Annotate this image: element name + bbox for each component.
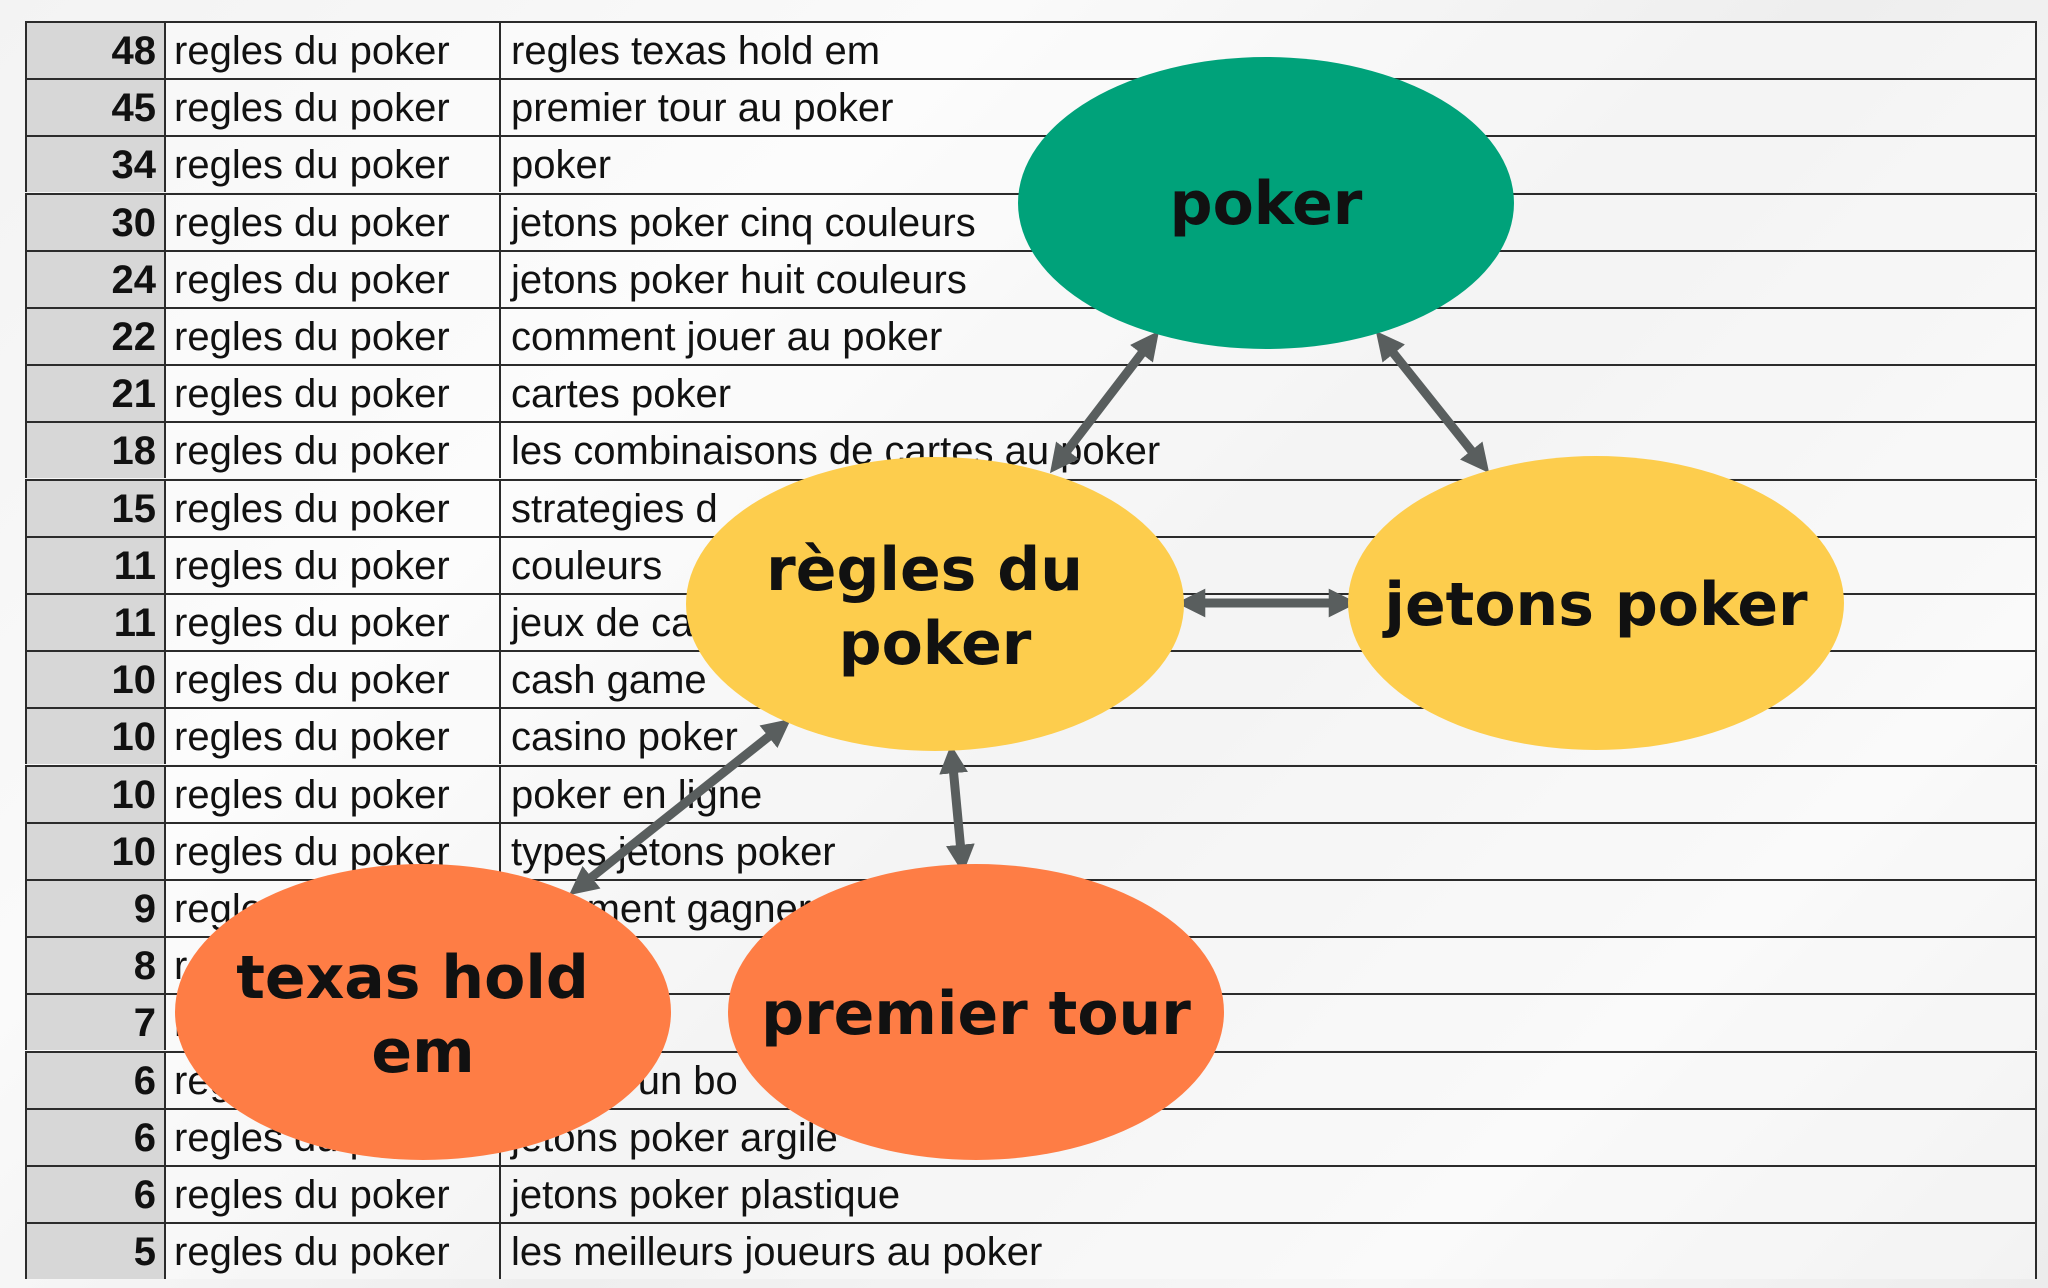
row-count-cell: 48 bbox=[27, 23, 164, 78]
node-texas-label-line1: texas hold bbox=[236, 943, 589, 1013]
row-related-cell: jeux de ca bbox=[499, 595, 2035, 650]
row-related-cell: premier tour au poker bbox=[499, 80, 2035, 135]
row-keyword-cell: regles du poker bbox=[164, 1167, 499, 1222]
row-count-cell: 10 bbox=[27, 652, 164, 707]
row-count-cell: 10 bbox=[27, 767, 164, 822]
row-count-cell: 10 bbox=[27, 824, 164, 879]
node-premier-label: premier tour bbox=[761, 979, 1191, 1049]
arrow-regles-premier bbox=[939, 744, 975, 874]
row-keyword-cell: regles du poker bbox=[164, 366, 499, 421]
row-related-cell: strategies d bbox=[499, 481, 2035, 536]
row-count-cell: 15 bbox=[27, 481, 164, 536]
node-regles-ellipse bbox=[686, 457, 1184, 751]
row-keyword-cell: regles du poker bbox=[164, 481, 499, 536]
row-related-cell: couleurs bbox=[499, 538, 2035, 593]
row-related-cell: cartes poker bbox=[499, 366, 2035, 421]
node-poker-ellipse bbox=[1018, 57, 1514, 349]
row-count-cell: 6 bbox=[27, 1110, 164, 1165]
node-jetons-label: jetons poker bbox=[1382, 570, 1808, 640]
row-keyword-cell: regles du poker bbox=[164, 595, 499, 650]
row-related-cell: comment jouer au poker bbox=[499, 309, 2035, 364]
row-keyword-cell: regles du poker bbox=[164, 252, 499, 307]
row-count-cell: 22 bbox=[27, 309, 164, 364]
row-count-cell: 45 bbox=[27, 80, 164, 135]
row-keyword-cell: regles du poker bbox=[164, 80, 499, 135]
row-related-cell: regles texas hold em bbox=[499, 23, 2035, 78]
node-poker: poker bbox=[1018, 57, 1514, 349]
arrow-regles-texas bbox=[568, 718, 792, 896]
arrow-poker-jetons bbox=[1375, 330, 1490, 474]
svg-text:règles du poker: règles du poker bbox=[766, 535, 1104, 679]
row-keyword-cell: regles du poker bbox=[164, 137, 499, 192]
svg-text:jetons poker: jetons poker bbox=[1382, 570, 1808, 640]
row-count-cell: 8 bbox=[27, 938, 164, 993]
row-count-cell: 6 bbox=[27, 1167, 164, 1222]
node-texas-ellipse bbox=[175, 864, 671, 1160]
row-related-cell: jetons poker plastique bbox=[499, 1167, 2035, 1222]
row-count-cell: 10 bbox=[27, 709, 164, 764]
row-keyword-cell: regles du poker bbox=[164, 767, 499, 822]
node-regles-label-line1: règles du bbox=[766, 535, 1083, 605]
row-keyword-cell: regles du poker bbox=[164, 1224, 499, 1279]
row-keyword-cell: regles du poker bbox=[164, 195, 499, 250]
row-count-cell: 21 bbox=[27, 366, 164, 421]
node-premier-tour: premier tour bbox=[728, 864, 1224, 1160]
node-regles-label-line2: poker bbox=[839, 609, 1032, 679]
node-poker-label: poker bbox=[1170, 169, 1363, 239]
row-keyword-cell: regles du poker bbox=[164, 709, 499, 764]
row-count-cell: 30 bbox=[27, 195, 164, 250]
row-related-cell: jetons poker cinq couleurs bbox=[499, 195, 2035, 250]
row-related-cell: jetons poker huit couleurs bbox=[499, 252, 2035, 307]
row-count-cell: 24 bbox=[27, 252, 164, 307]
row-count-cell: 7 bbox=[27, 995, 164, 1050]
row-keyword-cell: regles du poker bbox=[164, 538, 499, 593]
row-count-cell: 34 bbox=[27, 137, 164, 192]
row-related-cell: les meilleurs joueurs au poker bbox=[499, 1224, 2035, 1279]
row-count-cell: 5 bbox=[27, 1224, 164, 1279]
node-texas-label-line2: em bbox=[371, 1017, 474, 1087]
row-related-cell: poker bbox=[499, 137, 2035, 192]
svg-text:poker: poker bbox=[1170, 169, 1363, 239]
row-count-cell: 11 bbox=[27, 538, 164, 593]
node-premier-ellipse bbox=[728, 864, 1224, 1160]
row-count-cell: 9 bbox=[27, 881, 164, 936]
arrow-regles-poker bbox=[1049, 330, 1160, 474]
node-regles-du-poker: règles du poker bbox=[686, 457, 1184, 751]
row-count-cell: 6 bbox=[27, 1053, 164, 1108]
node-jetons-poker: jetons poker bbox=[1348, 456, 1844, 750]
node-texas-hold-em: texas hold em bbox=[175, 864, 671, 1160]
row-count-cell: 18 bbox=[27, 423, 164, 478]
svg-text:premier tour: premier tour bbox=[761, 979, 1191, 1049]
svg-text:texas hold em: texas hold em bbox=[236, 943, 610, 1087]
row-related-cell: cash game bbox=[499, 652, 2035, 707]
row-keyword-cell: regles du poker bbox=[164, 23, 499, 78]
row-keyword-cell: regles du poker bbox=[164, 309, 499, 364]
node-jetons-ellipse bbox=[1348, 456, 1844, 750]
row-keyword-cell: regles du poker bbox=[164, 423, 499, 478]
row-count-cell: 11 bbox=[27, 595, 164, 650]
row-keyword-cell: regles du poker bbox=[164, 652, 499, 707]
